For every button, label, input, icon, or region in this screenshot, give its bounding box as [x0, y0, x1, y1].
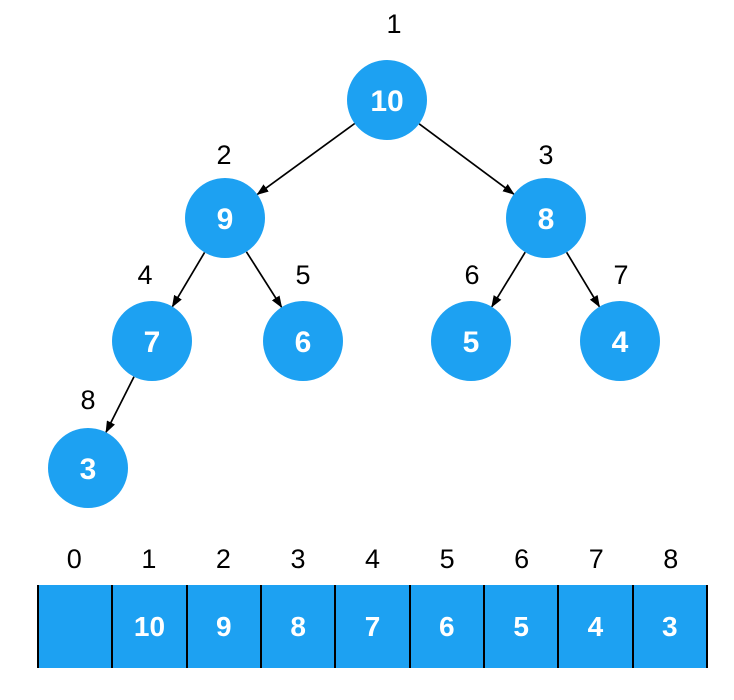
array-cell: 3 [631, 585, 708, 668]
node-position-label: 4 [137, 260, 152, 290]
node-position-label: 6 [464, 260, 479, 290]
edge-node1-node3 [418, 123, 515, 195]
array-index-row: 0 1 2 3 4 5 6 7 8 [37, 543, 708, 576]
node-value: 9 [217, 203, 234, 236]
node-circle [431, 301, 511, 381]
tree-node-4: 7 [112, 301, 192, 381]
node-value: 6 [295, 326, 312, 359]
node-value: 7 [144, 326, 161, 359]
array-cell: 9 [185, 585, 260, 668]
array-index: 5 [439, 544, 455, 574]
array-cell: 10 [111, 585, 186, 668]
node-value: 5 [463, 326, 480, 359]
node-position-label: 1 [386, 9, 401, 39]
edge-node4-node8 [105, 376, 135, 434]
edge-node3-node7 [565, 251, 601, 308]
array-cells-row: 10 9 8 7 6 5 4 3 [37, 585, 708, 668]
array-index: 7 [588, 544, 604, 574]
node-circle [580, 301, 660, 381]
node-value: 4 [612, 326, 629, 359]
tree-node-7: 4 [580, 301, 660, 381]
array-cell: 4 [557, 585, 632, 668]
tree-node-8: 3 [48, 428, 128, 508]
node-position-label: 2 [216, 140, 231, 170]
node-circle [506, 178, 586, 258]
heap-array: 0 1 2 3 4 5 6 7 8 10 9 8 7 6 5 4 3 [37, 543, 708, 668]
array-cell: 5 [482, 585, 558, 668]
edge-node1-node2 [256, 122, 356, 196]
node-value: 10 [370, 85, 403, 118]
node-position-label: 8 [80, 385, 95, 415]
node-position-label: 3 [538, 140, 553, 170]
array-index: 1 [141, 544, 157, 574]
node-circle [112, 301, 192, 381]
edge-node2-node5 [245, 251, 283, 309]
array-index: 0 [66, 544, 82, 574]
array-cell [37, 585, 112, 668]
node-circle [185, 178, 265, 258]
array-cell: 6 [408, 585, 483, 668]
node-value: 3 [80, 453, 97, 486]
array-index: 4 [365, 544, 381, 574]
node-circle [48, 428, 128, 508]
tree-node-3: 8 [506, 178, 586, 258]
array-index: 6 [514, 544, 530, 574]
node-circle [263, 301, 343, 381]
array-index: 2 [215, 544, 231, 574]
array-cell: 7 [334, 585, 409, 668]
node-position-label: 5 [295, 260, 310, 290]
tree-node-6: 5 [431, 301, 511, 381]
edge-node2-node4 [171, 251, 206, 308]
node-value: 8 [538, 203, 555, 236]
array-cell: 8 [259, 585, 335, 668]
tree-node-1: 10 [347, 60, 427, 140]
array-index: 8 [663, 544, 679, 574]
array-index: 3 [290, 544, 306, 574]
node-position-label: 7 [613, 260, 628, 290]
tree-node-2: 9 [185, 178, 265, 258]
tree-node-5: 6 [263, 301, 343, 381]
heap-tree: 1 2 3 4 5 6 7 8 10 9 8 7 6 5 [48, 9, 660, 508]
edge-node3-node6 [491, 251, 526, 308]
node-circle [347, 60, 427, 140]
